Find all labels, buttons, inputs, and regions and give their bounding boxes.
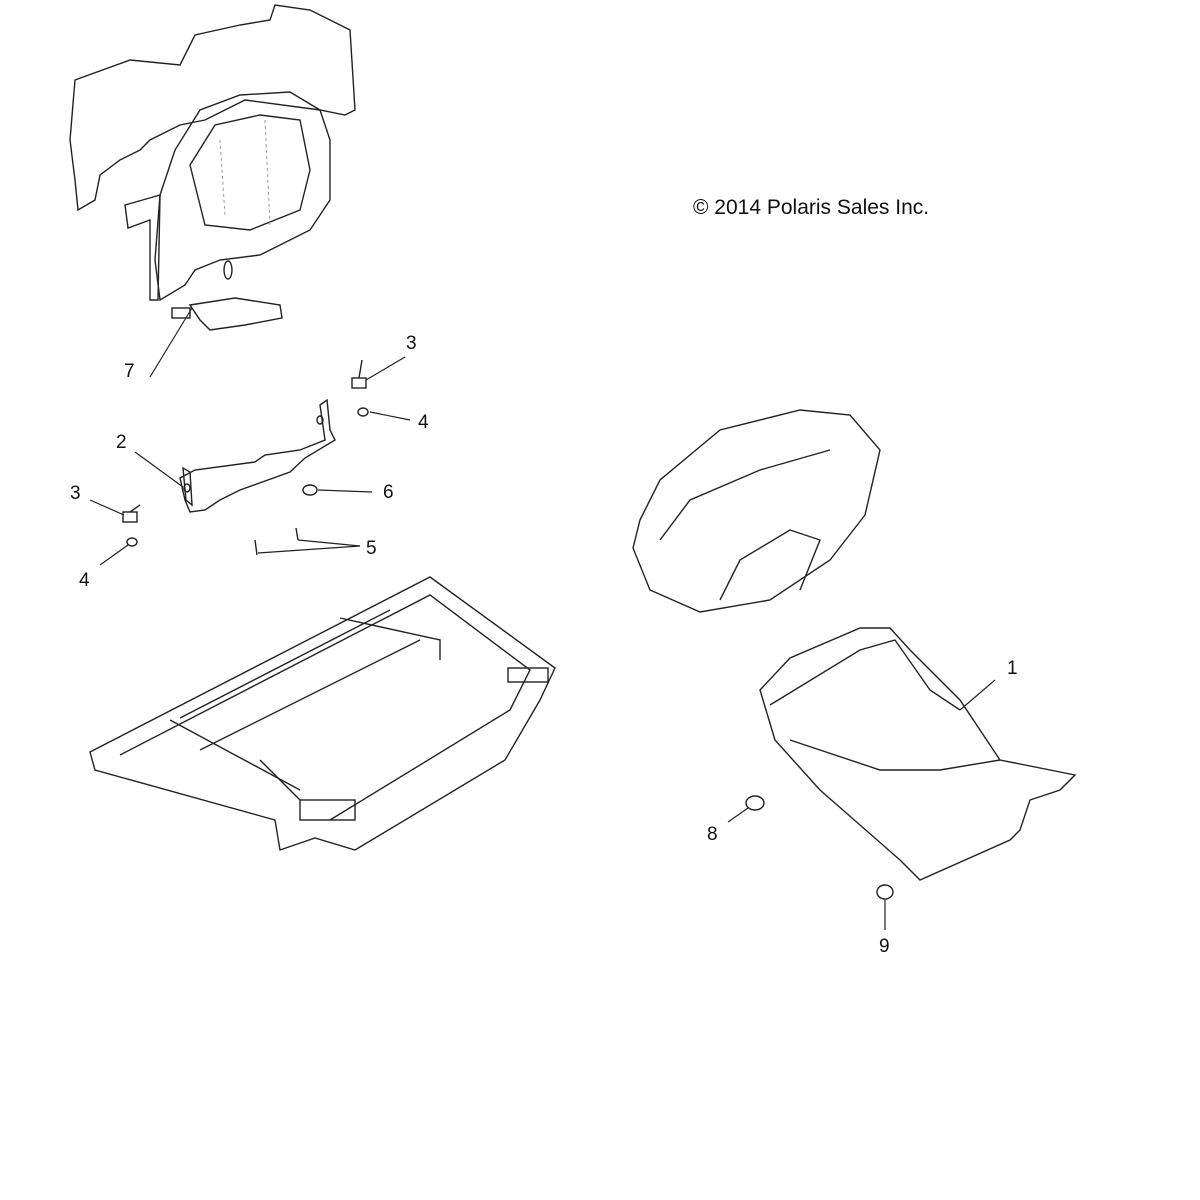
callout-7: 7 <box>124 361 135 382</box>
nut-part-8 <box>745 795 765 811</box>
callout-5: 5 <box>366 538 377 559</box>
grommet-part-9 <box>876 884 894 900</box>
seat-back-hidden-lines <box>219 119 271 226</box>
seat-base-frame <box>89 576 556 851</box>
callout-3-upper: 3 <box>406 333 417 354</box>
seat-part-1 <box>759 627 1077 881</box>
callout-1: 1 <box>1007 658 1018 679</box>
seat-back-panel <box>69 4 356 302</box>
copyright-notice: © 2014 Polaris Sales Inc. <box>693 196 930 219</box>
callout-4-lower: 4 <box>79 570 90 591</box>
callout-6: 6 <box>383 482 394 503</box>
leader-lines <box>89 307 996 930</box>
bracket-part-2 <box>179 398 336 513</box>
fasteners <box>122 359 369 556</box>
callout-9: 9 <box>879 936 890 957</box>
callout-8: 8 <box>707 824 718 845</box>
latch-part-7 <box>171 297 283 331</box>
seat-pan <box>632 409 881 613</box>
callout-2: 2 <box>116 432 127 453</box>
callout-3-lower: 3 <box>70 483 81 504</box>
callout-4-upper: 4 <box>418 412 429 433</box>
